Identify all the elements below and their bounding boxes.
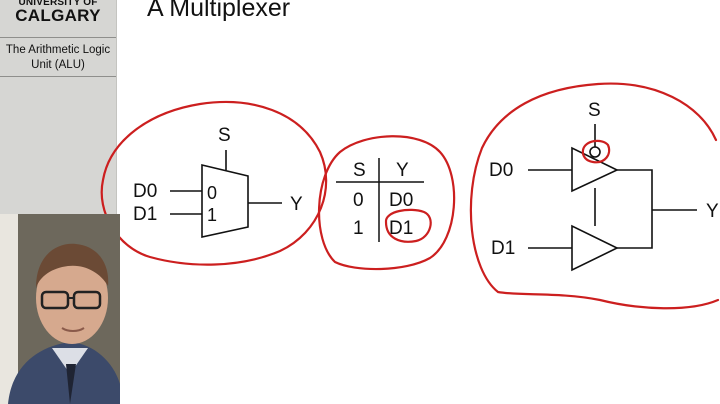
tristate-circuit xyxy=(528,124,697,272)
university-logo-name: CALGARY xyxy=(15,6,101,25)
presenter-shoulders xyxy=(8,342,120,404)
mux-port1-label: 1 xyxy=(207,205,217,225)
sidebar-section-title: The Arithmetic Logic Unit (ALU) xyxy=(5,44,111,71)
presenter-tie xyxy=(66,364,76,404)
presenter-hair xyxy=(36,243,109,288)
mux-input0-label: D0 xyxy=(133,181,157,202)
select-inverter-bubble xyxy=(589,146,601,158)
slide-title: A Multiplexer xyxy=(147,0,291,22)
truth-table-cell: 1 xyxy=(353,218,364,239)
mux-port0-label: 0 xyxy=(207,183,217,203)
annotation-circle-bubble xyxy=(581,139,611,164)
truth-table-header-y: Y xyxy=(396,160,409,181)
presenter-glasses-left xyxy=(40,290,70,310)
truth-table-cell: D1 xyxy=(389,218,413,239)
annotation-circle-tristate xyxy=(469,82,720,310)
tristate-output-label: Y xyxy=(706,201,719,222)
presenter-mouth xyxy=(61,327,85,332)
mux-body xyxy=(201,163,249,238)
tristate-input0-label: D0 xyxy=(489,160,513,181)
presenter-webcam xyxy=(0,214,120,404)
mux-symbol xyxy=(170,150,282,238)
annotation-circle-mux xyxy=(100,100,328,266)
annotation-circle-truth-table xyxy=(318,135,456,271)
mux-output-label: Y xyxy=(290,194,303,215)
presenter-image xyxy=(0,214,120,404)
university-logo-top: UNIVERSITY OF xyxy=(18,0,98,8)
annotation-circle-d1 xyxy=(384,208,432,243)
sidebar-divider-lower xyxy=(0,76,116,77)
sidebar-divider xyxy=(0,37,116,38)
mux-select-label: S xyxy=(218,125,231,146)
truth-table-cell: D0 xyxy=(389,190,413,211)
presenter-collar xyxy=(52,348,88,374)
tristate-buffer-top xyxy=(571,146,619,193)
tristate-buffer-bottom xyxy=(571,224,619,272)
truth-table-header-s: S xyxy=(353,160,366,181)
output-join-wire xyxy=(617,169,653,249)
tristate-select-label: S xyxy=(588,100,601,121)
presenter-glasses-right xyxy=(72,290,102,310)
annotations xyxy=(100,82,720,310)
tristate-input1-label: D1 xyxy=(491,238,515,259)
truth-table-lines xyxy=(336,158,424,242)
truth-table-cell: 0 xyxy=(353,190,364,211)
mux-input1-label: D1 xyxy=(133,204,157,225)
